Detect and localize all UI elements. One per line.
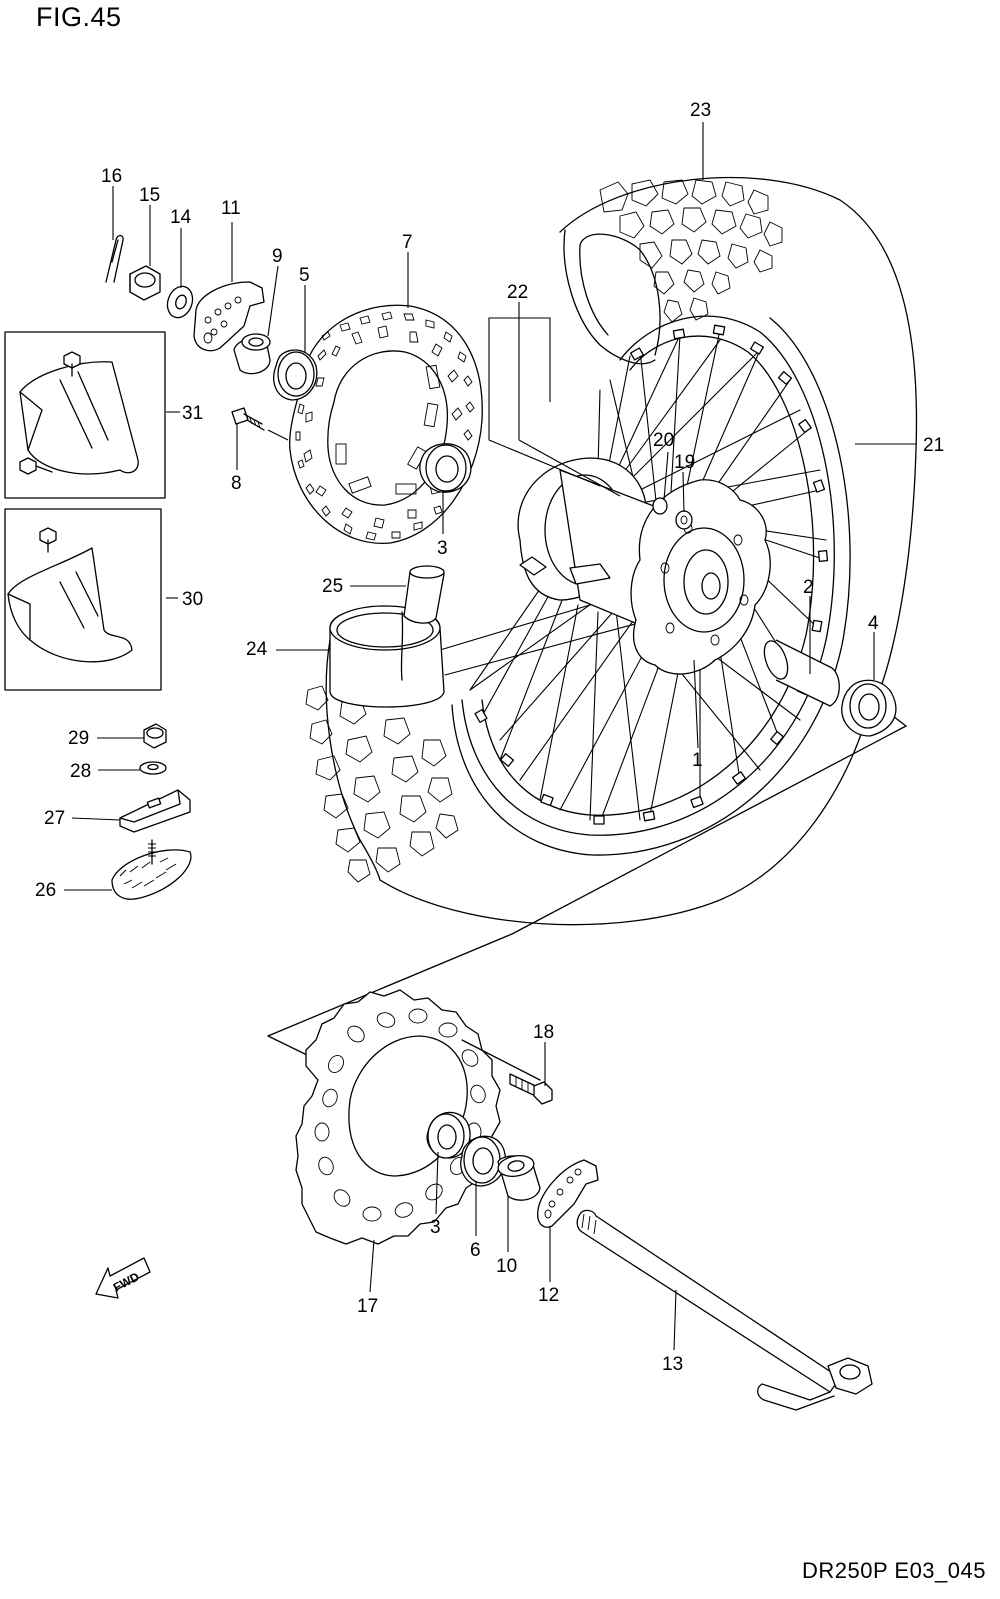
callout-21: 21: [923, 435, 944, 456]
washer-14: [166, 285, 194, 319]
callout-14: 14: [170, 207, 192, 228]
tube-26: [111, 839, 192, 900]
callout-17: 17: [357, 1296, 378, 1317]
bolt-18: [461, 1039, 553, 1105]
callout-9: 9: [272, 246, 283, 267]
callout-5: 5: [299, 265, 310, 286]
callout-labels: 23 16 15 14 11 9 5 7 22 31 8 3 20 19 21 …: [35, 100, 944, 1375]
tube-valve-25: [403, 565, 445, 624]
callout-13: 13: [662, 1354, 683, 1375]
assembly-plane: [267, 705, 907, 1073]
wheel-rim: [451, 315, 851, 856]
callout-3-lower: 3: [430, 1217, 441, 1238]
callout-24: 24: [246, 639, 268, 660]
callout-16: 16: [101, 166, 122, 187]
rim-lock-27: [119, 789, 191, 833]
axle-13: [576, 1209, 873, 1411]
callout-10: 10: [496, 1256, 517, 1277]
callout-8: 8: [231, 473, 242, 494]
callout-31: 31: [182, 403, 203, 424]
bearing-4: [841, 679, 897, 737]
chain-adjuster-12: [537, 1159, 599, 1228]
sprocket-17: [295, 989, 501, 1245]
leader-lines: [64, 122, 916, 1351]
callout-19: 19: [674, 452, 695, 473]
spacer-9: [233, 333, 271, 375]
nut-29: [143, 723, 167, 749]
rear-hub: [517, 457, 771, 675]
callout-23: 23: [690, 100, 711, 121]
oil-seal-6: [460, 1135, 506, 1187]
brake-disc-7: [289, 304, 483, 544]
oil-seal-5: [273, 349, 318, 401]
callout-27: 27: [44, 808, 65, 829]
callout-20: 20: [653, 430, 674, 451]
callout-15: 15: [139, 185, 160, 206]
bearing-3-upper: [419, 443, 472, 493]
spoke-nipples: [474, 324, 829, 825]
callout-7: 7: [402, 232, 413, 253]
callout-3-upper: 3: [437, 538, 448, 559]
callout-25: 25: [322, 576, 343, 597]
cotter-pin-16: [105, 234, 124, 283]
nut-15: [129, 265, 161, 301]
callout-12: 12: [538, 1285, 559, 1306]
callout-4: 4: [868, 613, 879, 634]
callout-29: 29: [68, 728, 89, 749]
chain-guard-31-panel: [4, 331, 166, 499]
callout-18: 18: [533, 1022, 554, 1043]
fwd-arrow-icon: FWD: [95, 1257, 151, 1299]
callout-11: 11: [221, 198, 241, 219]
callout-2: 2: [803, 577, 814, 598]
washer-28: [139, 761, 167, 775]
chain-adjuster-11: [193, 281, 265, 352]
callout-30: 30: [182, 589, 203, 610]
bearing-3-lower: [426, 1111, 471, 1159]
chain-guard-30-panel: [4, 508, 162, 691]
callout-22: 22: [507, 282, 528, 303]
callout-1: 1: [692, 750, 703, 771]
spacer-2: [763, 639, 840, 707]
figure-title: FIG.45: [36, 2, 122, 32]
bolt-8: [231, 407, 265, 431]
callout-26: 26: [35, 880, 56, 901]
callout-6: 6: [470, 1240, 481, 1261]
spacer-10: [497, 1155, 541, 1201]
callout-28: 28: [70, 761, 91, 782]
figure-code: DR250P E03_045: [802, 1558, 986, 1583]
